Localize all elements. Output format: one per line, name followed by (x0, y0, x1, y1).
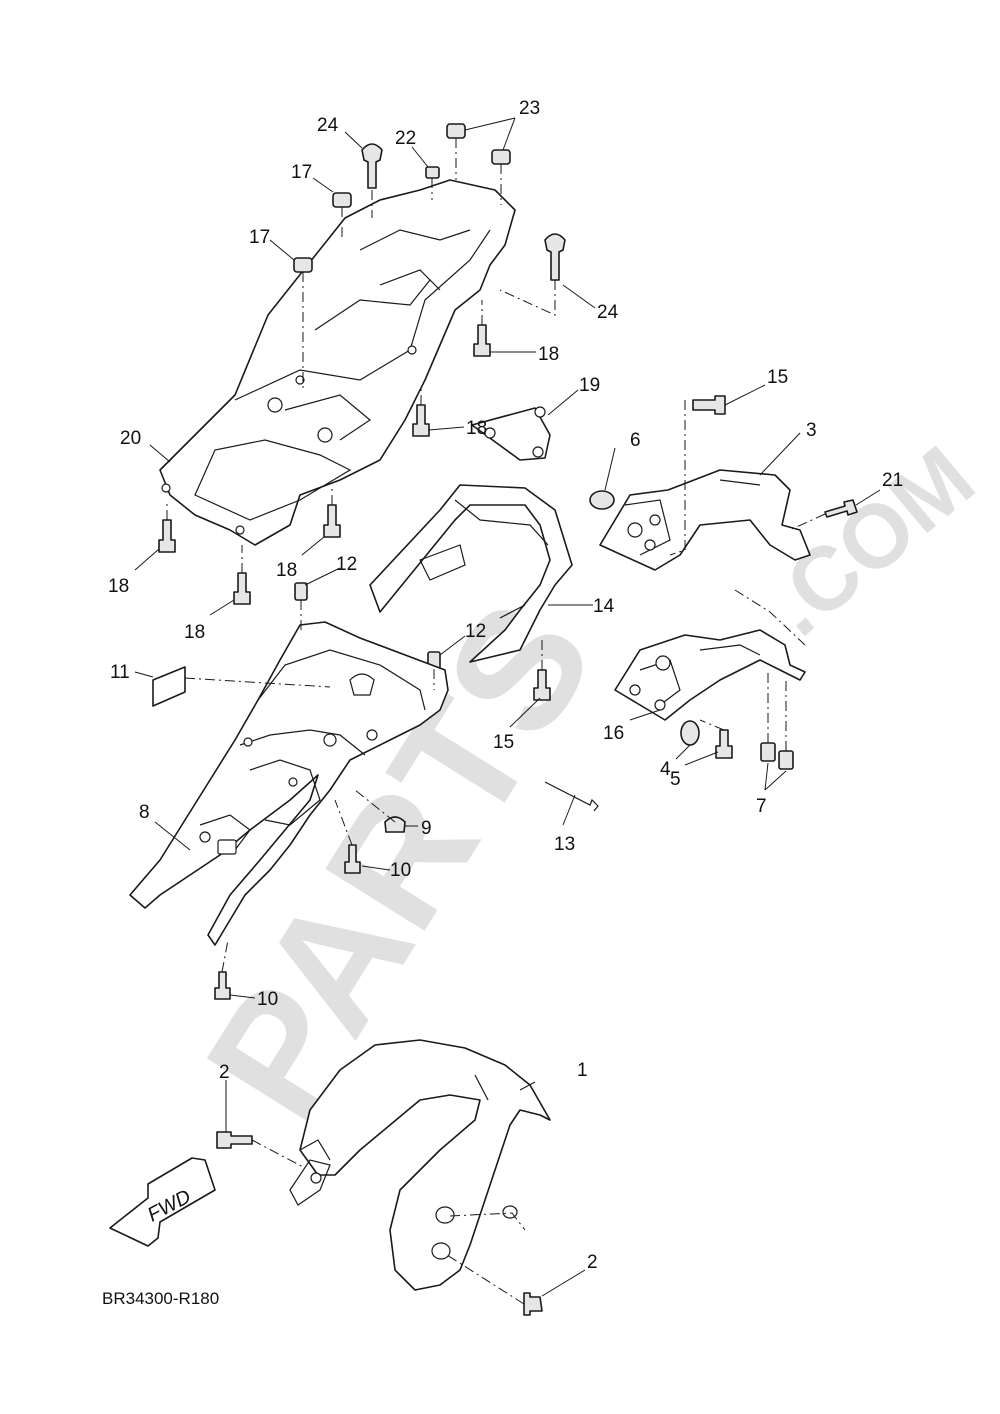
callout-2-lower: 2 (587, 1252, 598, 1273)
callout-18-a: 18 (538, 344, 559, 365)
callout-10-lower: 10 (257, 989, 278, 1010)
callout-6: 6 (630, 430, 641, 451)
callout-12-left: 12 (336, 554, 357, 575)
bolt-15-upper (692, 395, 726, 415)
part-18-bolts (158, 324, 491, 605)
callout-24-upper: 24 (317, 115, 339, 136)
grommet-24-upper (361, 143, 383, 189)
callout-19: 19 (579, 375, 600, 396)
callout-22: 22 (395, 128, 416, 149)
part-14-tail-cover (369, 484, 573, 663)
callout-12-right: 12 (465, 621, 486, 642)
part-15-bolts (533, 395, 726, 701)
grommet-24-lower (544, 233, 566, 281)
callout-3: 3 (806, 420, 817, 441)
nut-23-left (446, 123, 466, 139)
callouts: 1 2 2 3 4 5 6 7 8 9 10 10 11 12 12 13 14… (108, 98, 903, 1273)
callout-24-lower: 24 (597, 302, 619, 323)
part-13-cable-tie (544, 781, 599, 812)
callout-17-lower: 17 (249, 227, 270, 248)
bolt-18-a (473, 324, 491, 357)
part-20-rear-frame (159, 179, 516, 546)
bolt-18-d (323, 504, 341, 538)
part-5-bolt (715, 729, 733, 759)
part-6-damper (589, 490, 615, 510)
callout-2-upper: 2 (219, 1062, 230, 1083)
callout-10-upper: 10 (390, 860, 411, 881)
nut-17-upper (332, 192, 352, 208)
nut-23-right (491, 149, 511, 165)
bolt-2-lower (523, 1292, 543, 1316)
callout-8: 8 (139, 802, 150, 823)
diagram-code: BR34300-R180 (102, 1289, 219, 1308)
callout-17-upper: 17 (291, 162, 312, 183)
callout-15-upper: 15 (767, 367, 788, 388)
part-19-bracket (471, 406, 551, 461)
callout-4: 4 (660, 759, 671, 780)
part-1-front-fender (289, 1039, 551, 1291)
callout-18-d: 18 (276, 560, 297, 581)
part-7-nuts (760, 742, 794, 770)
assembly-lines (166, 138, 826, 1305)
part-22-nut (425, 166, 440, 179)
callout-5: 5 (670, 769, 681, 790)
callout-9: 9 (421, 818, 432, 839)
nut-7-left (760, 742, 776, 762)
callout-11: 11 (110, 662, 130, 683)
callout-15-lower: 15 (493, 732, 514, 753)
bolt-2-upper (216, 1131, 253, 1149)
callout-13: 13 (554, 834, 575, 855)
callout-16: 16 (603, 723, 624, 744)
part-10-bolts (214, 844, 361, 1000)
bolt-18-e (233, 572, 251, 605)
nut-17-lower (293, 257, 313, 273)
callout-21: 21 (882, 470, 903, 491)
callout-20: 20 (120, 428, 141, 449)
part-3-bracket (599, 469, 811, 571)
callout-7: 7 (756, 796, 767, 817)
leader-lines (134, 117, 881, 1297)
nut-7-right (778, 750, 794, 770)
bolt-10-upper (344, 844, 361, 874)
callout-14: 14 (593, 596, 615, 617)
clip-12-left (294, 582, 308, 601)
part-4-grommet (680, 720, 700, 746)
part-8-rear-fender (129, 621, 449, 946)
part-2-bolts (216, 1131, 543, 1316)
part-16-license-bracket (614, 629, 806, 721)
fwd-arrow-icon: FWD (109, 1157, 216, 1247)
bolt-15-lower (533, 669, 551, 701)
callout-1: 1 (577, 1060, 588, 1081)
callout-18-e: 18 (184, 622, 205, 643)
bolt-18-c (158, 519, 176, 553)
part-11-label (152, 666, 186, 707)
part-9-grommet (384, 816, 406, 833)
bolt-18-b (412, 404, 430, 437)
bolt-10-lower (214, 971, 231, 1000)
callout-23: 23 (519, 98, 540, 119)
callout-18-b: 18 (466, 418, 487, 439)
part-21-bolt (824, 499, 858, 518)
callout-18-c: 18 (108, 576, 129, 597)
part-24-grommets (361, 143, 566, 281)
